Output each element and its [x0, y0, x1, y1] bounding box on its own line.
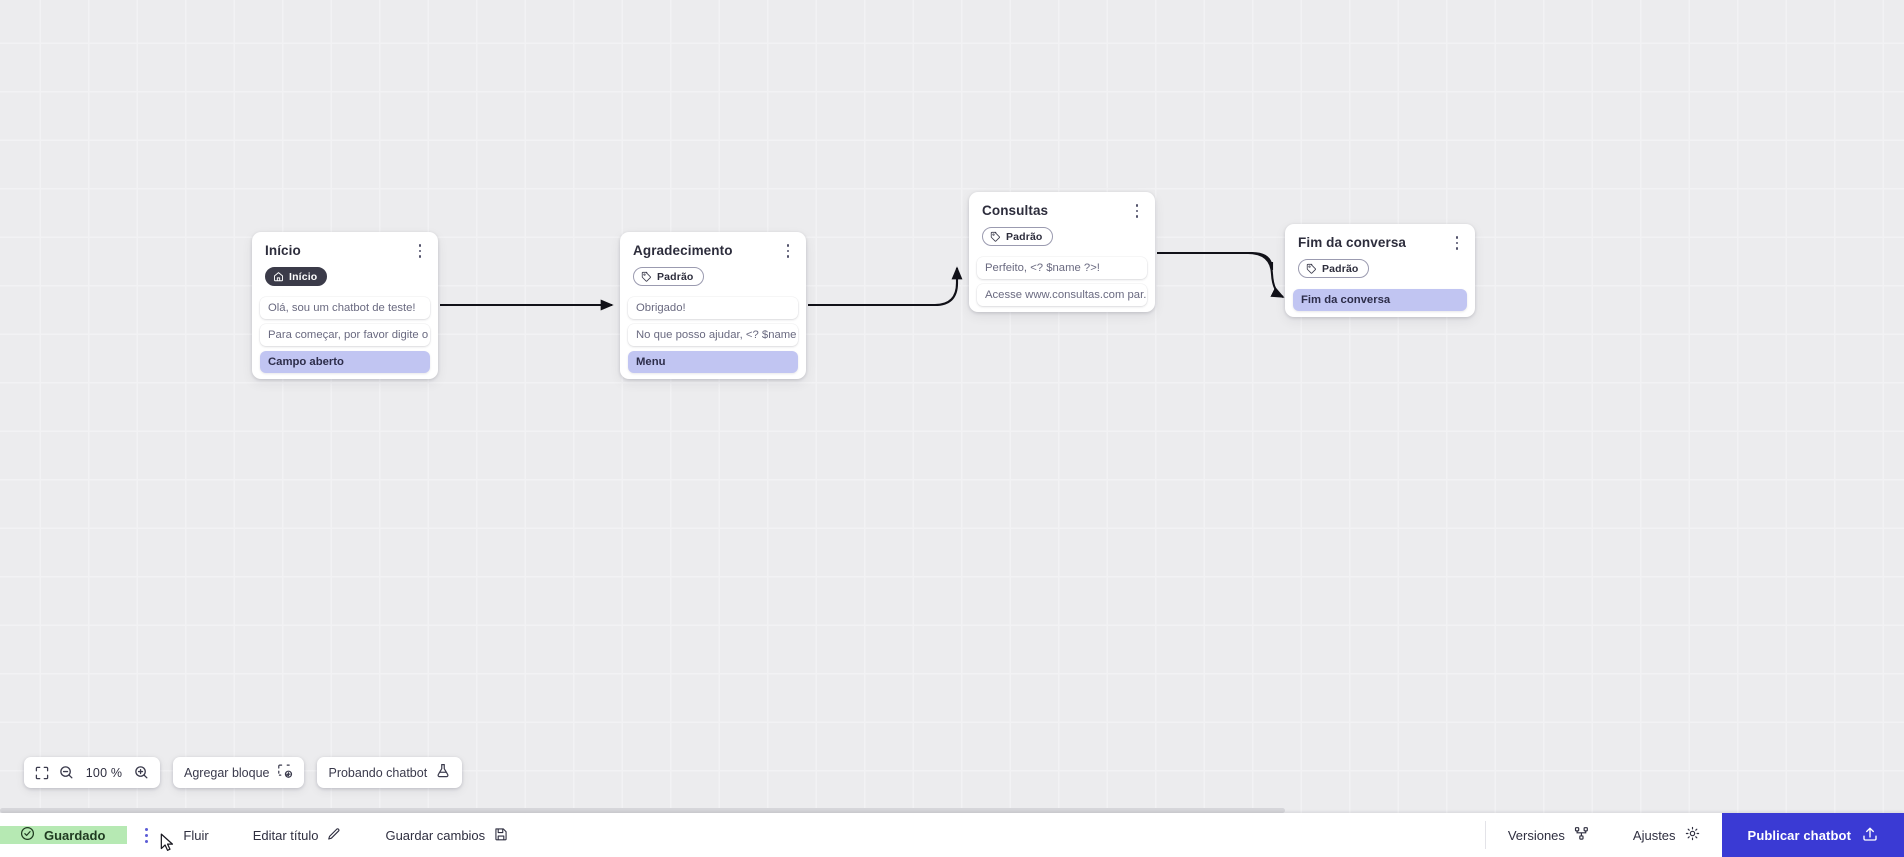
- node-badge-inicio[interactable]: Início: [265, 267, 328, 286]
- node-menu-icon[interactable]: [1130, 202, 1144, 220]
- node-row-message[interactable]: Olá, sou um chatbot de teste!: [260, 297, 430, 319]
- flow-node-fim-da-conversa[interactable]: Fim da conversa Padrão: [1285, 224, 1475, 317]
- edge-connections: [440, 247, 1285, 311]
- save-changes-label: Guardar cambios: [385, 827, 486, 843]
- zoom-out-icon[interactable]: [59, 765, 74, 780]
- publish-chatbot-button[interactable]: Publicar chatbot: [1721, 813, 1904, 857]
- pencil-icon: [327, 827, 341, 844]
- node-header: Início Início: [252, 232, 438, 295]
- versions-button[interactable]: Versiones: [1486, 813, 1611, 857]
- tag-icon: [1306, 263, 1317, 274]
- node-row-action[interactable]: Campo aberto: [260, 351, 430, 373]
- node-badge-padrao[interactable]: Padrão: [982, 227, 1053, 246]
- node-row-message[interactable]: Obrigado!: [628, 297, 798, 319]
- node-title: Início: [265, 243, 301, 258]
- gear-icon: [1685, 826, 1700, 844]
- node-body: Obrigado! No que posso ajudar, <? $name …: [620, 295, 806, 373]
- node-badge-label: Padrão: [1006, 230, 1043, 243]
- node-header: Agradecimento Padrão: [620, 232, 806, 295]
- status-bar-left: Guardado Fluir Editar título Guardar cam…: [0, 813, 531, 857]
- test-chatbot-button[interactable]: Probando chatbot: [328, 763, 451, 782]
- node-header: Consultas Padrão: [969, 192, 1155, 255]
- bottom-status-bar: Guardado Fluir Editar título Guardar cam…: [0, 813, 1904, 857]
- add-block-icon: [277, 763, 293, 782]
- versions-label: Versiones: [1507, 827, 1565, 843]
- node-badge-label: Padrão: [1322, 262, 1359, 275]
- node-badge-row: Padrão: [1298, 259, 1462, 278]
- node-title: Fim da conversa: [1298, 235, 1407, 250]
- flow-tab-label: Fluir: [183, 827, 209, 843]
- upload-icon: [1862, 826, 1878, 845]
- zoom-in-icon[interactable]: [134, 765, 149, 780]
- edit-title-button[interactable]: Editar título: [231, 813, 364, 857]
- flow-node-consultas[interactable]: Consultas Padrão: [969, 192, 1155, 312]
- node-row-action[interactable]: Fim da conversa: [1293, 289, 1467, 311]
- saved-status-badge: Guardado: [0, 826, 128, 844]
- node-row-message[interactable]: Acesse www.consultas.com par...: [977, 284, 1147, 306]
- node-badge-row: Padrão: [633, 267, 793, 286]
- test-chatbot-label: Probando chatbot: [328, 765, 428, 780]
- edge-consultas-fim-curve: [1157, 251, 1285, 298]
- node-row-message[interactable]: Perfeito, <? $name ?>!: [977, 257, 1147, 279]
- flask-icon: [435, 763, 451, 782]
- edge-consultas-fim-tail: [1157, 247, 1272, 272]
- tag-icon: [641, 271, 652, 282]
- node-row-message[interactable]: Para começar, por favor digite o ...: [260, 324, 430, 346]
- canvas-toolbar: 100 % Agregar bloque: [24, 757, 463, 788]
- horizontal-scrollbar[interactable]: [0, 808, 1285, 813]
- tag-icon: [990, 231, 1001, 242]
- node-badge-row: Início: [265, 267, 425, 286]
- node-title: Consultas: [982, 203, 1049, 218]
- save-changes-button[interactable]: Guardar cambios: [363, 813, 530, 857]
- status-bar-right: Versiones Ajustes: [1484, 813, 1904, 857]
- home-icon: [273, 271, 284, 282]
- fit-screen-icon[interactable]: [35, 766, 49, 780]
- divider: [1484, 821, 1486, 849]
- node-body: Fim da conversa: [1285, 287, 1475, 311]
- add-block-label: Agregar bloque: [184, 765, 270, 780]
- test-chatbot-group[interactable]: Probando chatbot: [317, 757, 463, 788]
- node-body: Olá, sou um chatbot de teste! Para começ…: [252, 295, 438, 373]
- node-body: Perfeito, <? $name ?>! Acesse www.consul…: [969, 255, 1155, 306]
- node-badge-row: Padrão: [982, 227, 1142, 246]
- save-disk-icon: [494, 827, 508, 844]
- node-badge-label: Início: [289, 270, 318, 283]
- settings-label: Ajustes: [1632, 827, 1676, 843]
- node-title: Agradecimento: [633, 243, 733, 258]
- settings-button[interactable]: Ajustes: [1611, 813, 1722, 857]
- publish-label: Publicar chatbot: [1747, 827, 1851, 843]
- edge-agradecimento-consultas: [808, 266, 963, 307]
- node-menu-icon[interactable]: [1450, 234, 1464, 252]
- flow-canvas[interactable]: Início Início: [0, 0, 1904, 813]
- edge-consultas-fim: [1157, 251, 1274, 271]
- node-badge-label: Padrão: [657, 270, 694, 283]
- saved-label: Guardado: [44, 827, 106, 843]
- more-vertical-icon[interactable]: [131, 827, 161, 843]
- branch-icon: [1574, 826, 1589, 844]
- node-menu-icon[interactable]: [781, 242, 795, 260]
- zoom-level-value: 100 %: [85, 765, 123, 780]
- add-block-button[interactable]: Agregar bloque: [184, 763, 293, 782]
- node-row-message[interactable]: No que posso ajudar, <? $name ...: [628, 324, 798, 346]
- check-circle-icon: [20, 826, 35, 844]
- flow-node-agradecimento[interactable]: Agradecimento Padrão: [620, 232, 806, 379]
- add-block-group[interactable]: Agregar bloque: [173, 757, 305, 788]
- node-menu-icon[interactable]: [413, 242, 427, 260]
- node-badge-padrao[interactable]: Padrão: [633, 267, 704, 286]
- flow-node-inicio[interactable]: Início Início: [252, 232, 438, 379]
- edit-title-label: Editar título: [252, 827, 319, 843]
- node-badge-padrao[interactable]: Padrão: [1298, 259, 1369, 278]
- tab-fluir[interactable]: Fluir: [161, 813, 230, 857]
- zoom-controls-group: 100 %: [24, 757, 160, 788]
- node-header: Fim da conversa Padrão: [1285, 224, 1475, 287]
- node-row-action[interactable]: Menu: [628, 351, 798, 373]
